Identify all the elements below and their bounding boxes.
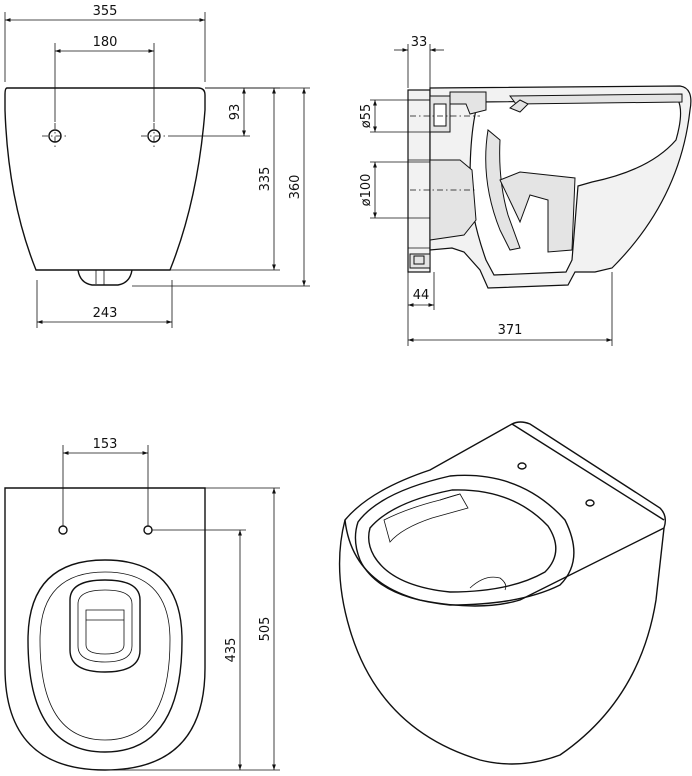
side-view-trap <box>485 129 521 251</box>
isometric-view-body <box>338 421 667 765</box>
side-view-bowl-cavity <box>469 99 682 276</box>
dim-front-bolt-spacing: 180 <box>93 35 118 50</box>
top-view: 153 435 505 <box>4 437 280 771</box>
dim-front-bottom-width: 243 <box>93 306 118 321</box>
dim-top-total-length: 505 <box>258 617 273 642</box>
dim-side-outlet-diameter: ø100 <box>359 174 374 207</box>
dim-side-depth: 371 <box>498 323 523 338</box>
front-view-body <box>4 87 206 271</box>
dim-front-total-height: 360 <box>288 175 303 200</box>
isometric-view-fixing-hole-right <box>585 499 595 507</box>
dim-side-inlet-diameter: ø55 <box>359 104 374 129</box>
dim-front-bolt-height: 93 <box>228 104 243 121</box>
dim-top-bolt-spacing: 153 <box>93 437 118 452</box>
dim-front-width: 355 <box>93 4 118 19</box>
isometric-view-fixing-hole-left <box>517 462 527 470</box>
front-view-bolt-hole-left <box>42 123 68 149</box>
isometric-view <box>338 421 667 765</box>
front-view-bolt-hole-right <box>141 123 167 149</box>
side-view-back-plate <box>407 89 431 273</box>
front-view: 355 180 93 335 360 243 <box>4 4 310 328</box>
dim-top-bolt-to-front: 435 <box>224 638 239 663</box>
dim-side-top: 33 <box>411 35 428 50</box>
side-section-view: 33 ø55 ø100 44 371 <box>359 35 692 346</box>
dim-side-outlet-offset: 44 <box>413 288 430 303</box>
front-view-outlet <box>77 269 133 286</box>
dim-front-body-height: 335 <box>258 167 273 192</box>
